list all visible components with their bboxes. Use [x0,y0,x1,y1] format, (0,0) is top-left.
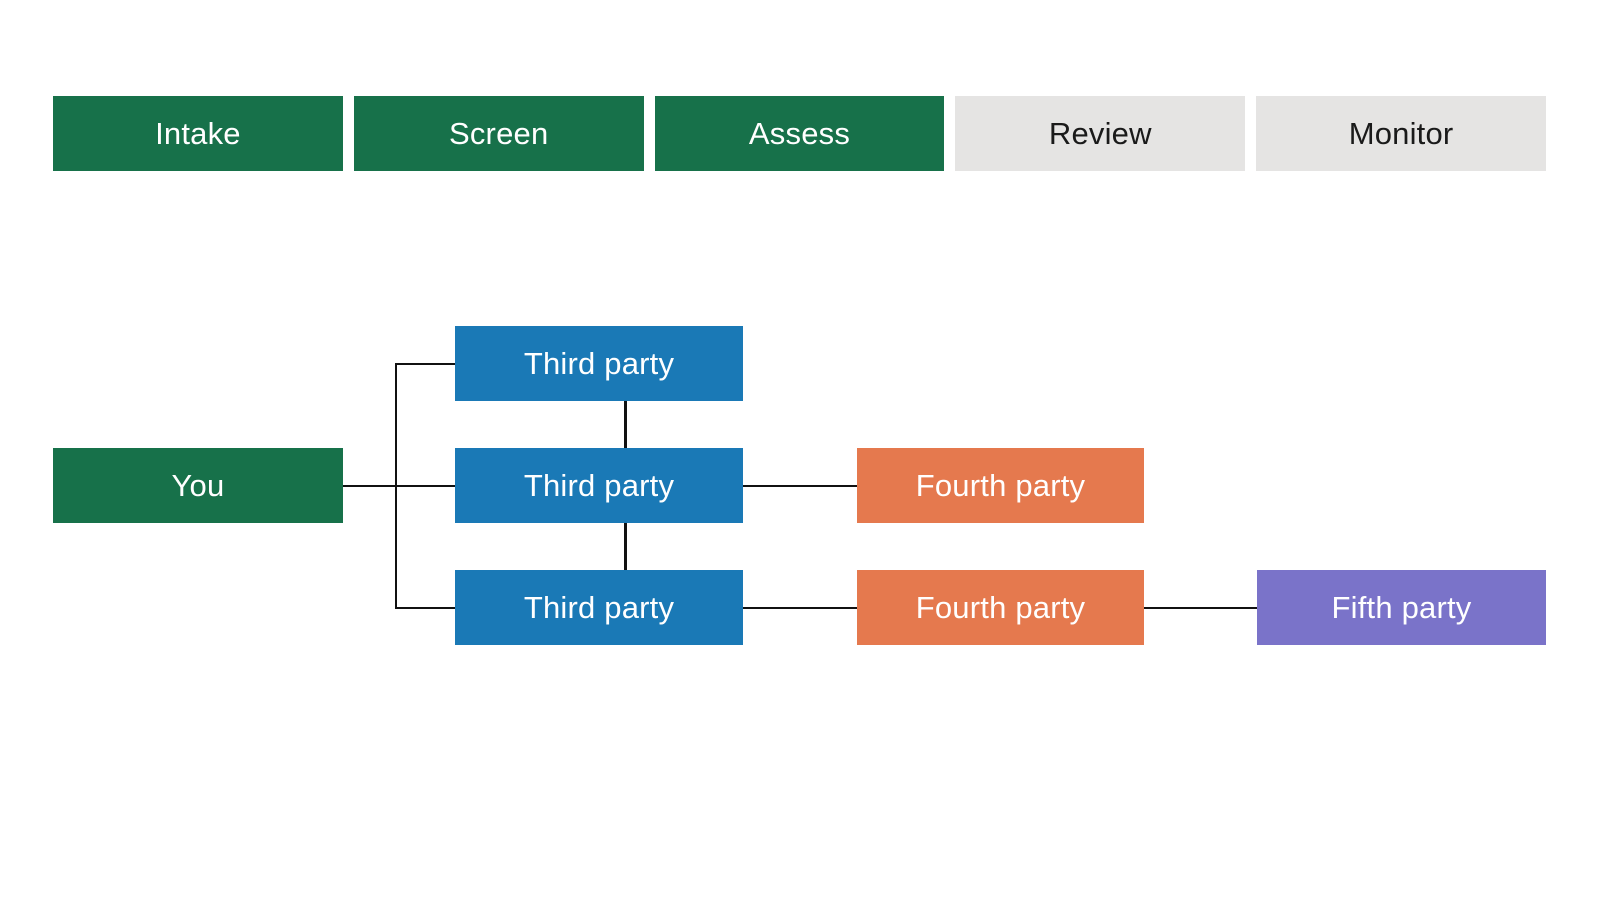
stage-intake: Intake [53,96,343,171]
connector-trunk-to-third-1 [394,362,455,365]
connector-third-3-to-fourth-2 [743,606,857,609]
stage-monitor: Monitor [1256,96,1546,171]
stage-review: Review [955,96,1246,171]
node-you: You [53,448,343,523]
stage-screen: Screen [353,96,644,171]
stage-intake-label: Intake [155,115,241,151]
stage-monitor-label: Monitor [1348,115,1454,151]
stage-bar: Intake Screen Assess Review Monitor [53,96,1546,171]
node-third-party-3: Third party [455,570,743,645]
connector-you-to-third-2 [343,484,455,487]
connector-third-1-to-third-2 [624,401,627,448]
node-fifth-party-1-label: Fifth party [1331,589,1472,625]
node-you-label: You [171,467,225,503]
stage-assess: Assess [654,96,945,171]
connector-fourth-2-to-fifth-1 [1144,606,1257,609]
stage-screen-label: Screen [448,115,549,151]
node-third-party-2-label: Third party [523,467,675,503]
node-fourth-party-1-label: Fourth party [915,467,1086,503]
connector-third-2-to-third-3 [624,523,627,570]
node-fourth-party-2: Fourth party [857,570,1144,645]
connector-third-2-to-fourth-1 [743,484,857,487]
node-third-party-1-label: Third party [523,345,675,381]
node-third-party-3-label: Third party [523,589,675,625]
node-fourth-party-2-label: Fourth party [915,589,1086,625]
node-third-party-1: Third party [455,326,743,401]
node-fourth-party-1: Fourth party [857,448,1144,523]
stage-assess-label: Assess [748,115,851,151]
node-fifth-party-1: Fifth party [1257,570,1546,645]
node-third-party-2: Third party [455,448,743,523]
connector-trunk-to-third-3 [394,606,455,609]
stage-review-label: Review [1048,115,1152,151]
